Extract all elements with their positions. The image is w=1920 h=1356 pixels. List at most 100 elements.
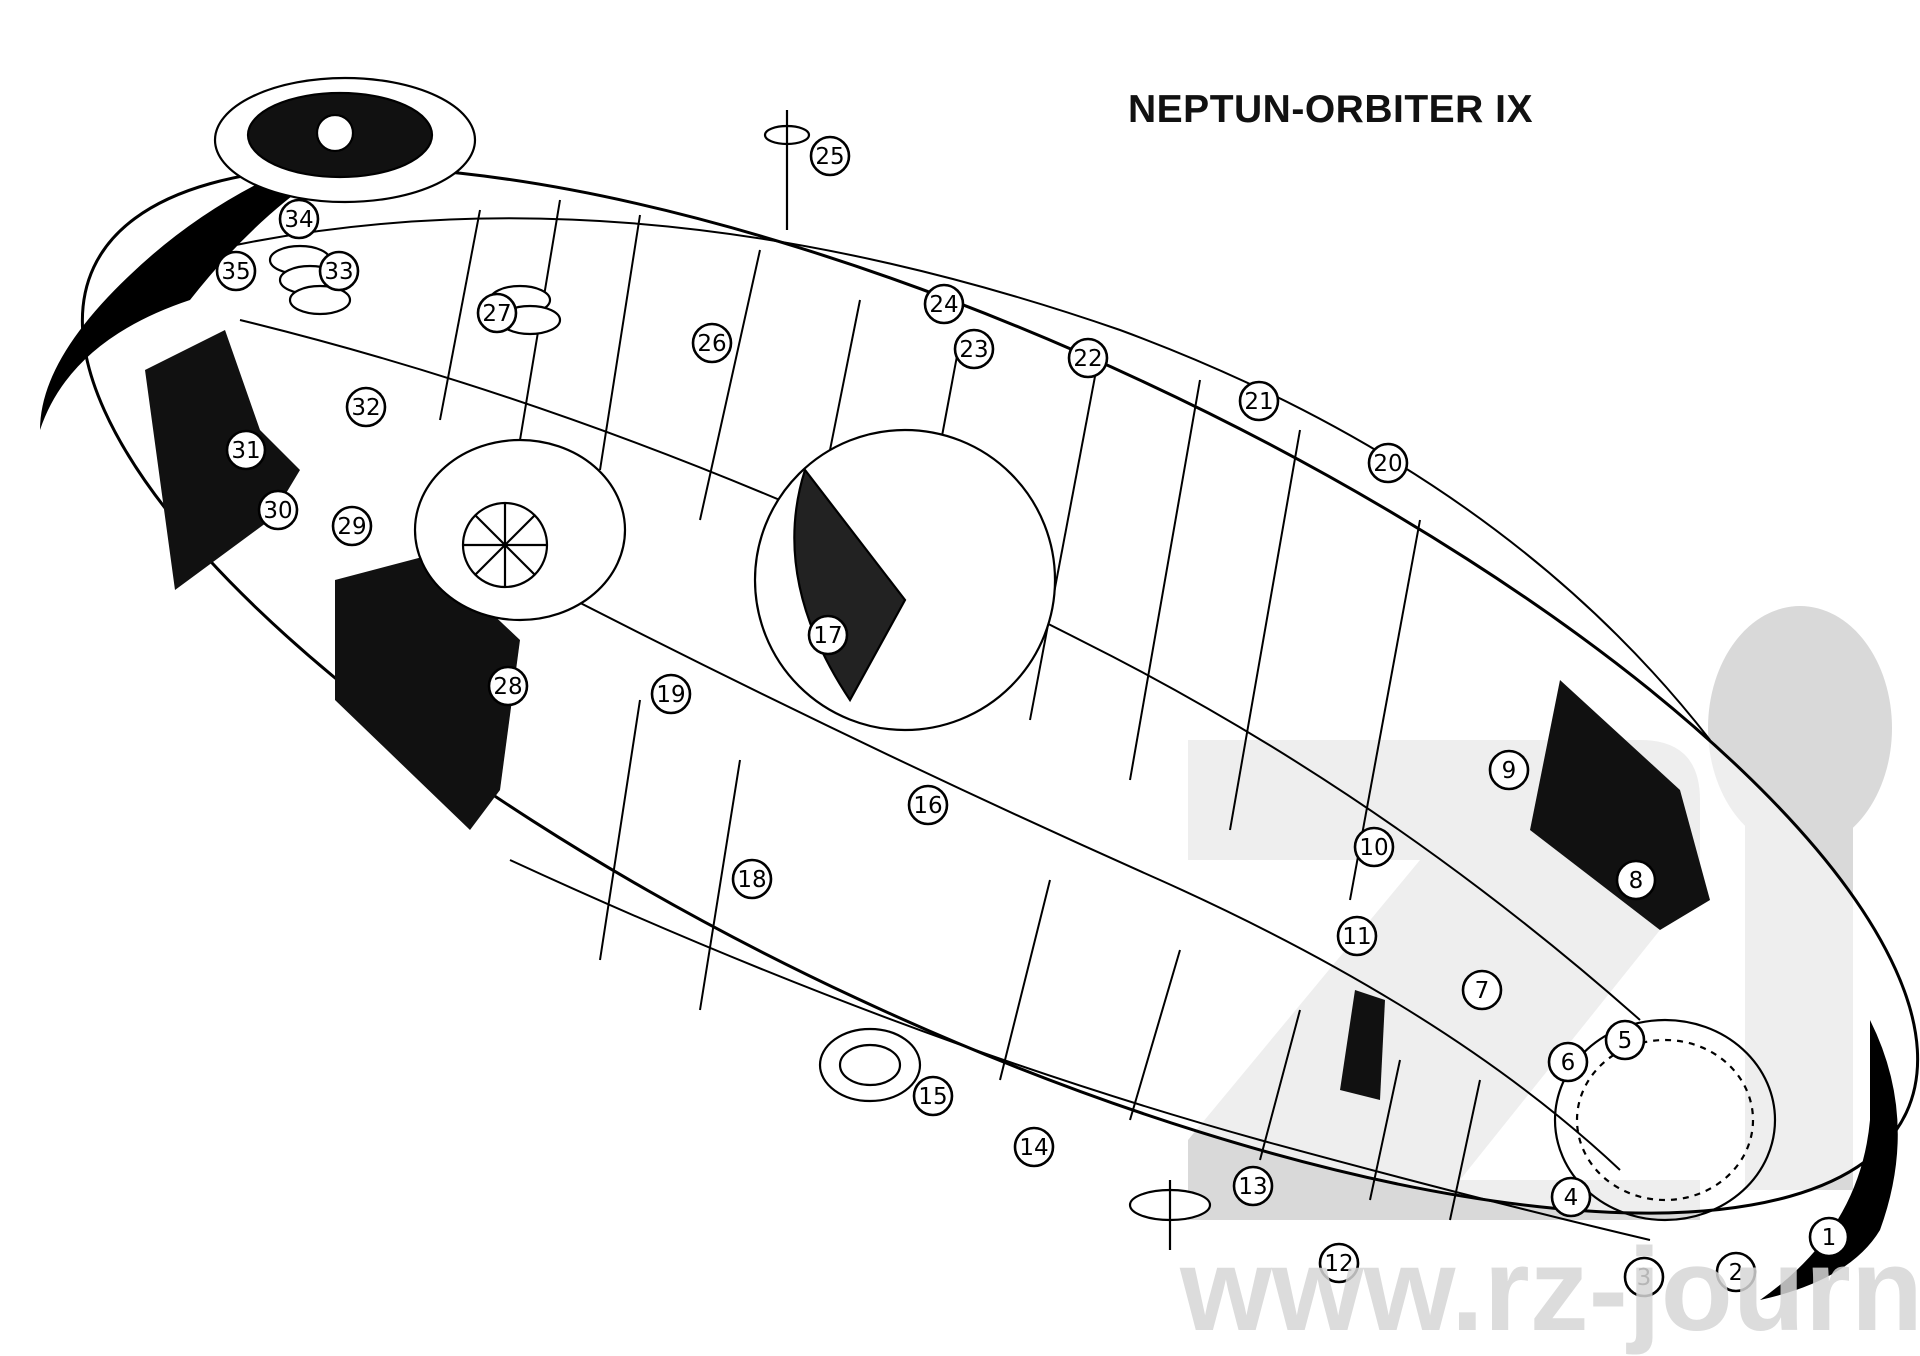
- callout-number: 31: [231, 438, 260, 464]
- callout-8: 8: [1615, 859, 1657, 901]
- callout-34: 34: [278, 198, 320, 240]
- callout-32: 32: [345, 386, 387, 428]
- callout-circle: [1353, 826, 1395, 868]
- callout-circle: [912, 1075, 954, 1117]
- callout-circle: [1623, 1256, 1665, 1298]
- callout-circle: [1604, 1019, 1646, 1061]
- callout-circle: [1461, 969, 1503, 1011]
- callout-10: 10: [1353, 826, 1395, 868]
- callout-number: 27: [482, 301, 511, 327]
- callout-circle: [1067, 337, 1109, 379]
- callout-circle: [476, 292, 518, 334]
- callout-9: 9: [1488, 749, 1530, 791]
- dark-panel: [335, 555, 520, 830]
- callout-30: 30: [257, 489, 299, 531]
- callout-5: 5: [1604, 1019, 1646, 1061]
- diagram-title: NEPTUN-ORBITER IX: [1128, 88, 1534, 131]
- callout-circle: [731, 858, 773, 900]
- callout-circle: [809, 135, 851, 177]
- callout-25: 25: [809, 135, 851, 177]
- callout-number: 5: [1618, 1028, 1633, 1054]
- callout-circle: [907, 784, 949, 826]
- callout-number: 34: [284, 207, 313, 233]
- callout-2: 2: [1715, 1251, 1757, 1293]
- callout-19: 19: [650, 673, 692, 715]
- callout-6: 6: [1547, 1041, 1589, 1083]
- callout-number: 33: [324, 259, 353, 285]
- central-sphere: [753, 428, 1057, 732]
- callout-circle: [1013, 1126, 1055, 1168]
- callout-circle: [1547, 1041, 1589, 1083]
- callout-circle: [1336, 915, 1378, 957]
- dark-panel: [1530, 680, 1710, 930]
- callout-number: 8: [1629, 868, 1644, 894]
- callout-number: 25: [815, 144, 844, 170]
- callout-circle: [807, 614, 849, 656]
- dark-panel: [1340, 990, 1385, 1100]
- callout-22: 22: [1067, 337, 1109, 379]
- callout-circle: [691, 322, 733, 364]
- callout-number: 14: [1019, 1135, 1048, 1161]
- callout-group: 1234567891011121314151617181920212223242…: [215, 135, 1850, 1298]
- callout-number: 3: [1637, 1265, 1652, 1291]
- callout-18: 18: [731, 858, 773, 900]
- callout-12: 12: [1318, 1242, 1360, 1284]
- callout-circle: [257, 489, 299, 531]
- antenna-dish-bottom: [1128, 1180, 1212, 1250]
- dark-panel: [145, 330, 300, 590]
- callout-13: 13: [1232, 1165, 1274, 1207]
- callout-number: 20: [1373, 451, 1402, 477]
- callout-number: 23: [959, 337, 988, 363]
- callout-number: 11: [1342, 924, 1371, 950]
- callout-number: 7: [1475, 978, 1490, 1004]
- top-thruster-ring: [213, 76, 477, 204]
- nose-hatch: [1553, 1018, 1777, 1222]
- callout-number: 9: [1502, 758, 1517, 784]
- callout-circle: [1238, 380, 1280, 422]
- callout-number: 21: [1244, 389, 1273, 415]
- callout-number: 30: [263, 498, 292, 524]
- callout-26: 26: [691, 322, 733, 364]
- callout-number: 13: [1238, 1174, 1267, 1200]
- callout-circle: [225, 429, 267, 471]
- callout-17: 17: [807, 614, 849, 656]
- drum-module: [413, 438, 627, 622]
- callout-number: 19: [656, 682, 685, 708]
- callout-circle: [1615, 859, 1657, 901]
- callout-16: 16: [907, 784, 949, 826]
- callout-number: 4: [1564, 1185, 1579, 1211]
- callout-number: 26: [697, 331, 726, 357]
- callout-circle: [278, 198, 320, 240]
- callout-number: 10: [1359, 835, 1388, 861]
- callout-20: 20: [1367, 442, 1409, 484]
- callout-number: 16: [913, 793, 942, 819]
- callout-circle: [650, 673, 692, 715]
- callout-circle: [1232, 1165, 1274, 1207]
- callout-circle: [953, 328, 995, 370]
- callout-1: 1: [1808, 1216, 1850, 1258]
- callout-14: 14: [1013, 1126, 1055, 1168]
- antenna-dish-top: [763, 110, 811, 230]
- watermark-text: www.rz-journal.de: [1179, 1224, 1920, 1356]
- callout-number: 32: [351, 395, 380, 421]
- callout-number: 2: [1729, 1260, 1744, 1286]
- callout-circle: [1488, 749, 1530, 791]
- callout-circle: [1808, 1216, 1850, 1258]
- callout-35: 35: [215, 250, 257, 292]
- callout-number: 28: [493, 674, 522, 700]
- callout-number: 1: [1822, 1225, 1837, 1251]
- callout-number: 22: [1073, 346, 1102, 372]
- callout-number: 24: [929, 292, 958, 318]
- callout-circle: [923, 283, 965, 325]
- callout-3: 3: [1623, 1256, 1665, 1298]
- callout-number: 17: [813, 623, 842, 649]
- callout-27: 27: [476, 292, 518, 334]
- callout-24: 24: [923, 283, 965, 325]
- callout-circle: [487, 665, 529, 707]
- callout-33: 33: [318, 250, 360, 292]
- callout-circle: [1367, 442, 1409, 484]
- callout-23: 23: [953, 328, 995, 370]
- callout-number: 6: [1561, 1050, 1576, 1076]
- callout-4: 4: [1550, 1176, 1592, 1218]
- lower-port: [818, 1027, 922, 1103]
